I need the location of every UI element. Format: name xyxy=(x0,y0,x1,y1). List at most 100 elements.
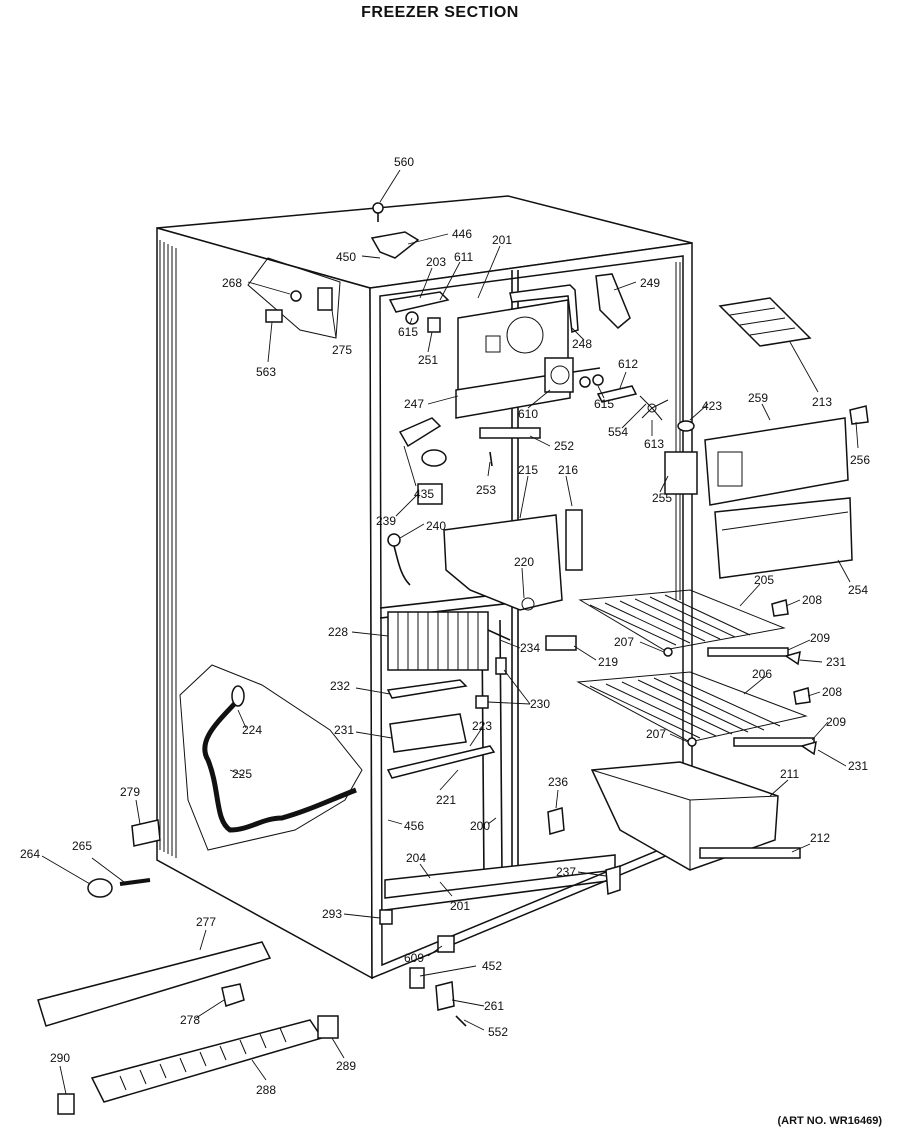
callout-237: 237 xyxy=(556,865,576,879)
callout-232: 232 xyxy=(330,679,350,693)
callout-225: 225 xyxy=(232,767,252,781)
callout-615-b: 615 xyxy=(594,397,614,411)
callout-259: 259 xyxy=(748,391,768,405)
part-cord-240 xyxy=(387,533,411,586)
part-trim-209b xyxy=(733,737,815,747)
part-hinge-236 xyxy=(547,807,565,835)
callout-279: 279 xyxy=(120,785,140,799)
callout-248: 248 xyxy=(572,337,592,351)
part-hinge-256 xyxy=(849,405,869,425)
callout-452: 452 xyxy=(482,959,502,973)
callout-208: 208 xyxy=(802,593,822,607)
callout-289: 289 xyxy=(336,1059,356,1073)
callout-615: 615 xyxy=(398,325,418,339)
callout-211: 211 xyxy=(780,767,799,781)
callout-208-b: 208 xyxy=(822,685,842,699)
callout-212: 212 xyxy=(810,831,830,845)
callout-228: 228 xyxy=(328,625,348,639)
callout-268: 268 xyxy=(222,276,242,290)
callout-206: 206 xyxy=(752,667,772,681)
part-drain-225 xyxy=(179,664,363,851)
callout-231-b: 231 xyxy=(334,723,354,737)
part-panel-215 xyxy=(443,514,563,611)
part-screw-560 xyxy=(372,202,384,222)
part-knob-220 xyxy=(521,597,535,611)
callout-213: 213 xyxy=(812,395,832,409)
callout-240: 240 xyxy=(426,519,446,533)
part-bracket-208b xyxy=(793,687,811,705)
part-bracket-446 xyxy=(370,231,420,259)
part-bracket-208a xyxy=(771,599,789,617)
part-rail-277 xyxy=(37,941,272,1027)
art-number: (ART NO. WR16469) xyxy=(777,1115,882,1127)
callout-205: 205 xyxy=(754,573,774,587)
part-terminal-435b xyxy=(421,449,447,467)
callout-290: 290 xyxy=(50,1051,70,1065)
callout-560: 560 xyxy=(394,155,414,169)
part-damper-219 xyxy=(545,635,577,651)
part-screw-552 xyxy=(455,1015,467,1027)
callout-255: 255 xyxy=(652,491,672,505)
callout-239: 239 xyxy=(376,514,396,528)
callout-201: 201 xyxy=(492,233,512,247)
part-shelf-205 xyxy=(578,589,786,651)
callout-446: 446 xyxy=(452,227,472,241)
part-screw-253 xyxy=(489,451,493,467)
part-roller-278 xyxy=(221,983,245,1007)
callout-234: 234 xyxy=(520,641,540,655)
callout-252: 252 xyxy=(554,439,574,453)
part-handle-212 xyxy=(699,847,801,859)
part-rail-231 xyxy=(389,713,467,753)
callout-254: 254 xyxy=(848,583,868,597)
part-roller-264 xyxy=(87,878,113,898)
diagram-title: FREEZER SECTION xyxy=(361,4,519,21)
callout-216: 216 xyxy=(558,463,578,477)
part-latch-609 xyxy=(437,935,455,953)
callout-247: 247 xyxy=(404,397,424,411)
part-grille-288 xyxy=(90,1019,324,1103)
part-fan-motor-610 xyxy=(544,357,601,393)
callout-236: 236 xyxy=(548,775,568,789)
callout-611: 611 xyxy=(454,250,473,264)
callout-612: 612 xyxy=(618,357,638,371)
part-clip-293 xyxy=(379,909,393,925)
callout-275: 275 xyxy=(332,343,352,357)
part-stud-207b xyxy=(687,737,697,747)
part-hinge-237 xyxy=(605,865,621,896)
part-leveler-279 xyxy=(131,819,161,847)
part-evaporator-228 xyxy=(387,611,511,671)
callout-231: 231 xyxy=(826,655,846,669)
callout-labels: 560 446 450 201 203 611 268 249 615 251 … xyxy=(20,155,870,1097)
part-clip-231c xyxy=(800,740,817,756)
callout-609: 609 xyxy=(404,951,424,965)
callout-231-c: 231 xyxy=(848,759,868,773)
part-heater-435 xyxy=(398,417,442,448)
part-bracket-249 xyxy=(595,273,631,330)
callout-563: 563 xyxy=(256,365,276,379)
callout-293: 293 xyxy=(322,907,342,921)
part-grommet-615b xyxy=(579,376,591,388)
part-channel-216 xyxy=(565,509,583,571)
part-cover-247 xyxy=(455,299,571,419)
callout-203: 203 xyxy=(426,255,446,269)
callout-224: 224 xyxy=(242,723,262,737)
callout-204: 204 xyxy=(406,851,426,865)
callout-610: 610 xyxy=(518,407,538,421)
part-door-259 xyxy=(704,417,853,579)
part-bracket-203 xyxy=(388,291,450,313)
callout-554: 554 xyxy=(608,425,628,439)
callout-277: 277 xyxy=(196,915,216,929)
part-clip-290 xyxy=(57,1093,75,1115)
part-ice-tray-213 xyxy=(718,297,812,347)
leader-lines xyxy=(41,169,859,1095)
callout-219: 219 xyxy=(598,655,618,669)
part-plate-255 xyxy=(664,451,698,495)
callout-201-b: 201 xyxy=(450,899,470,913)
callout-288: 288 xyxy=(256,1083,276,1097)
callout-552: 552 xyxy=(488,1025,508,1039)
callout-261: 261 xyxy=(484,999,504,1013)
callout-249: 249 xyxy=(640,276,660,290)
part-duct-252 xyxy=(479,427,541,439)
callout-200: 200 xyxy=(470,819,490,833)
